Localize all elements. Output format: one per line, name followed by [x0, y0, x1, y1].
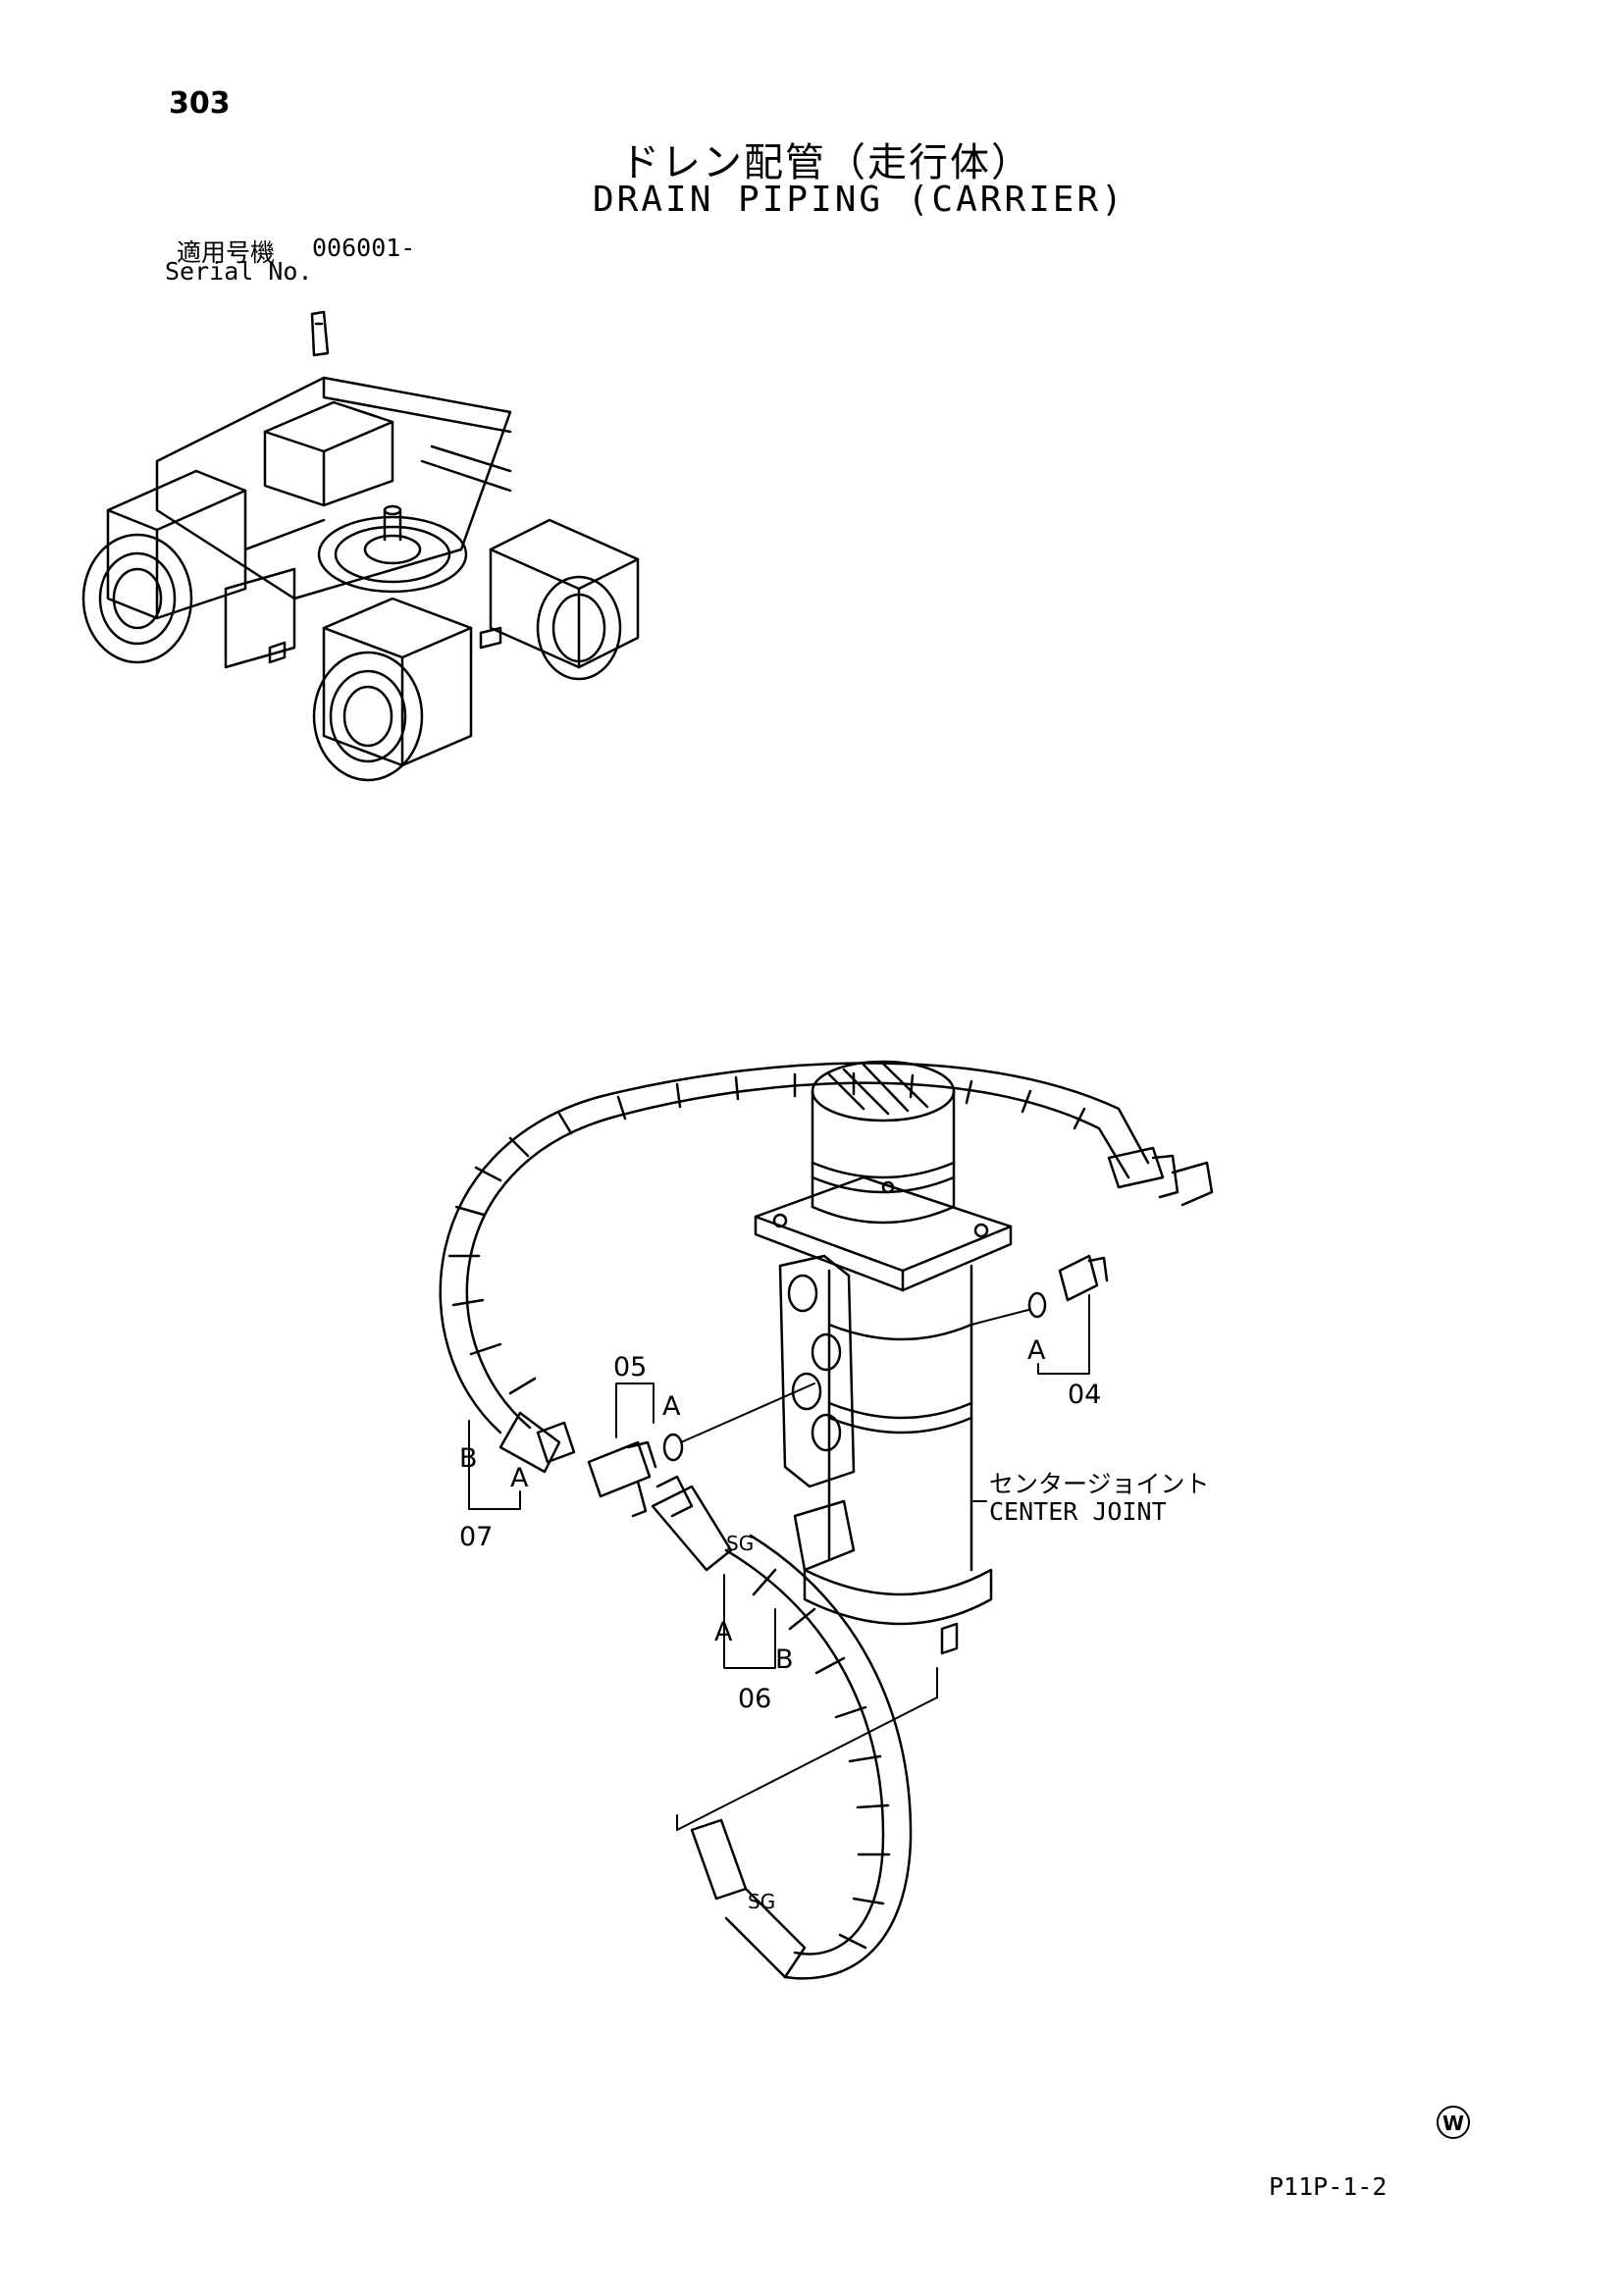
callout-a-05: A — [662, 1391, 681, 1422]
elbow-fitting-04 — [1058, 1254, 1109, 1302]
callout-b-07: B — [459, 1443, 478, 1474]
callout-a-04: A — [1027, 1335, 1046, 1366]
page-number: 303 — [169, 86, 231, 121]
callout-a-07: A — [510, 1463, 529, 1493]
serial-label-japanese: 適用号機 — [177, 238, 276, 267]
page-reference-code: P11P-1-2 — [1269, 2172, 1388, 2201]
hose-end-fitting-07 — [536, 1421, 576, 1464]
serial-label-english: Serial No. — [165, 257, 313, 286]
callout-part-06: 06 — [738, 1684, 771, 1714]
callout-a-06: A — [714, 1617, 733, 1647]
o-ring-04 — [1027, 1291, 1047, 1319]
callout-sg-bottom: SG — [748, 1890, 775, 1913]
page-title-japanese: ドレン配管（走行体） — [620, 140, 1032, 185]
center-joint-label-english: CENTER JOINT — [989, 1497, 1167, 1526]
watermark-letter: W — [1441, 2112, 1465, 2135]
o-ring-05 — [662, 1433, 684, 1462]
leader-lines — [468, 1294, 1090, 1831]
tee-fitting-05 — [587, 1440, 657, 1518]
drain-hose-upper — [439, 1062, 1214, 1474]
callout-part-05: 05 — [613, 1352, 647, 1383]
carrier-overview-illustration — [81, 310, 640, 782]
callout-part-04: 04 — [1068, 1380, 1101, 1410]
drain-hose-lower — [651, 1475, 913, 1980]
page-title-english: DRAIN PIPING (CARRIER) — [593, 180, 1126, 220]
callout-b-06: B — [775, 1644, 794, 1675]
serial-number-value: 006001- — [312, 234, 416, 262]
center-joint-illustration — [754, 1060, 1013, 1655]
center-joint-label-japanese: センタージョイント — [989, 1470, 1210, 1498]
callout-sg-top: SG — [726, 1532, 754, 1555]
callout-part-07: 07 — [459, 1522, 493, 1552]
watermark-w-badge: W — [1437, 2106, 1470, 2139]
